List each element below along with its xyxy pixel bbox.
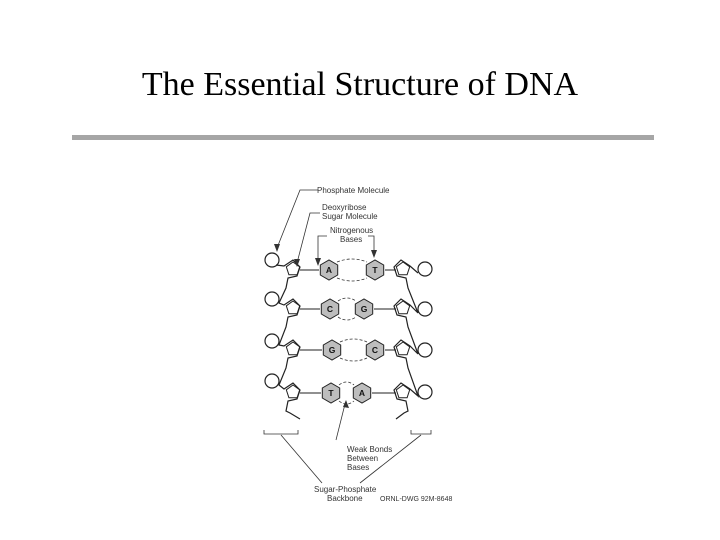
base-letter-left: G	[329, 345, 336, 355]
base-letter-right: A	[359, 388, 365, 398]
weak-bonds	[336, 258, 368, 405]
base-hexagon-left	[319, 259, 339, 281]
phosphate-label: Phosphate Molecule	[317, 186, 390, 195]
base-letter-left: C	[327, 304, 333, 314]
figure-credit: ORNL-DWG 92M-8648	[380, 496, 452, 503]
base-letter-right: T	[372, 265, 378, 275]
sugar-pentagon-right	[395, 384, 411, 399]
sugar-pentagon-left	[285, 300, 301, 315]
base-hexagon-left	[322, 339, 342, 361]
phosphate-circle-right	[417, 342, 433, 358]
weak-bonds-label-line2: Between	[347, 454, 378, 463]
weak-bonds-label-line3: Bases	[347, 463, 369, 472]
phosphate-circle-left	[264, 373, 280, 389]
base-hexagon-left	[320, 298, 340, 320]
nitrogenous-bases: A T C G G C T A	[319, 259, 385, 404]
base-hexagon-left	[321, 382, 341, 404]
sugar-pentagon-right	[395, 341, 411, 356]
phosphate-circle-left	[264, 252, 280, 268]
base-letter-right: G	[361, 304, 368, 314]
sugar-pentagon-left	[285, 341, 301, 356]
weak-bond	[336, 258, 368, 282]
title-divider	[72, 135, 654, 140]
phosphate-circle-right	[417, 301, 433, 317]
base-hexagon-right	[365, 339, 385, 361]
sugar-phosphate-backbones	[264, 252, 433, 420]
base-hexagon-right	[365, 259, 385, 281]
arrow-heads	[274, 244, 377, 408]
base-letter-left: T	[328, 388, 334, 398]
phosphate-circle-right	[417, 384, 433, 400]
weak-bonds-label-line1: Weak Bonds	[347, 445, 392, 454]
weak-bond	[337, 297, 357, 321]
base-hexagon-right	[352, 382, 372, 404]
sugar-pentagon-left	[285, 384, 301, 399]
nitrogenous-label-line1: Nitrogenous	[330, 226, 373, 235]
slide-title: The Essential Structure of DNA	[141, 66, 579, 103]
backbone-label-line1: Sugar-Phosphate	[314, 485, 377, 494]
leader-lines	[263, 189, 432, 484]
sugar-pentagon-right	[395, 261, 411, 276]
backbone-label-line2: Backbone	[327, 494, 363, 503]
weak-bond	[339, 338, 368, 362]
right-backbone-strand	[393, 259, 420, 420]
phosphate-circle-right	[417, 261, 433, 277]
base-letter-left: A	[326, 265, 332, 275]
deoxyribose-label-line2: Sugar Molecule	[322, 212, 378, 221]
phosphate-circle-left	[264, 291, 280, 307]
base-hexagon-right	[354, 298, 374, 320]
base-letter-right: C	[372, 345, 378, 355]
weak-bond	[338, 381, 355, 405]
deoxyribose-label-line1: Deoxyribose	[322, 203, 367, 212]
phosphate-circle-left	[264, 333, 280, 349]
nitrogenous-label-line2: Bases	[340, 235, 362, 244]
sugar-pentagon-right	[395, 300, 411, 315]
